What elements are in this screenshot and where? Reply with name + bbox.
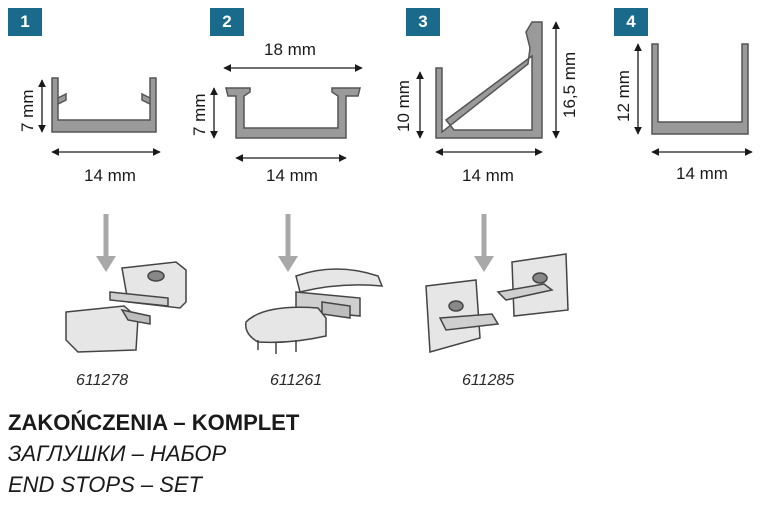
profile-badge-1: 1 [8,8,42,36]
profile-3-width-label: 14 mm [462,166,514,185]
profile-badge-4: 4 [614,8,648,36]
profile-3-height-label: 10 mm [394,80,413,132]
caption-polish: ZAKOŃCZENIA – KOMPLET [8,410,300,435]
profile-3-height-right-label: 16,5 mm [560,51,579,118]
profile-2-height-label: 7 mm [190,93,209,137]
end-stop-code-2: 611261 [270,372,323,389]
profile-2-width-label: 14 mm [266,166,318,185]
profile-3-drawing [416,21,560,156]
profile-4-width-label: 14 mm [676,164,728,183]
end-stop-code-3: 611285 [462,372,515,389]
profile-4-height-label: 12 mm [614,70,633,122]
caption-english: END STOPS – SET [8,472,202,497]
end-stop-611278 [65,261,187,353]
profile-badge-2: 2 [210,8,244,36]
caption-russian: ЗАГЛУШКИ – НАБОР [8,441,227,466]
profile-1-width-label: 14 mm [84,166,136,185]
profile-1-height-label: 7 mm [18,89,37,133]
end-stop-code-1: 611278 [76,372,129,389]
arrow-3 [474,214,494,272]
end-stop-611261 [245,268,384,354]
profile-1-drawing [38,77,161,156]
arrow-1 [96,214,116,272]
profile-4-drawing [634,43,753,156]
profile-badge-3: 3 [406,8,440,36]
end-stop-611285 [425,253,569,353]
arrow-2 [278,214,298,272]
profile-2-top-width-label: 18 mm [264,40,316,59]
profile-2-drawing [210,64,363,162]
